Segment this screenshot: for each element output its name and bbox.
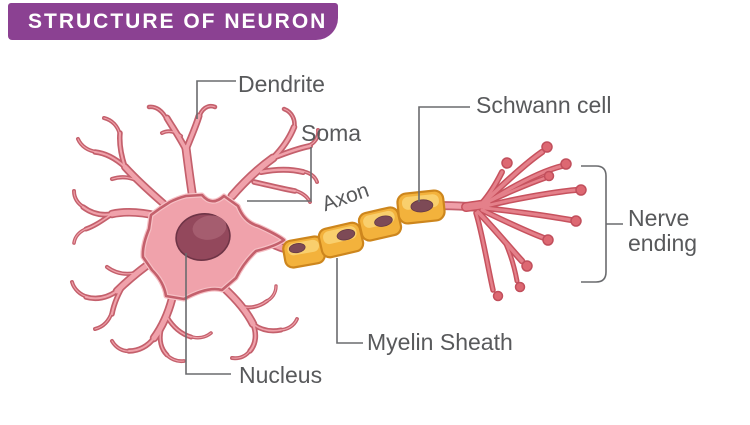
dendrite-leader-line — [196, 80, 236, 119]
myelin-sheath-leader-line — [336, 258, 363, 344]
nerve-ending-bracket — [581, 165, 607, 283]
label-dendrite: Dendrite — [238, 71, 325, 97]
soma-leader-line — [247, 147, 312, 202]
label-schwann-cell: Schwann cell — [476, 92, 612, 118]
myelin-segment — [317, 221, 365, 259]
title-banner: STRUCTURE OF NEURON — [8, 3, 338, 40]
label-nerve-ending: Nerve ending — [628, 205, 698, 256]
leader-lines — [185, 80, 623, 375]
label-nucleus: Nucleus — [239, 362, 323, 388]
schwann-cell-leader-line — [418, 106, 470, 202]
page-title: STRUCTURE OF NEURON — [28, 10, 328, 33]
schwann-cell-segment — [396, 189, 446, 225]
myelin-segment — [282, 235, 326, 269]
nucleus-shape — [175, 213, 231, 261]
myelin-sheath-segments — [282, 189, 446, 269]
nerve-ending-branches — [461, 148, 579, 293]
label-soma: Soma — [301, 120, 362, 146]
myelin-segment — [357, 206, 403, 242]
soma-body — [140, 192, 287, 302]
nucleus-leader-line — [185, 253, 231, 375]
nerve-ending-branches-fill-layer — [462, 150, 578, 292]
label-myelin-sheath: Myelin Sheath — [367, 329, 513, 355]
nerve-ending-boutons — [492, 141, 587, 302]
